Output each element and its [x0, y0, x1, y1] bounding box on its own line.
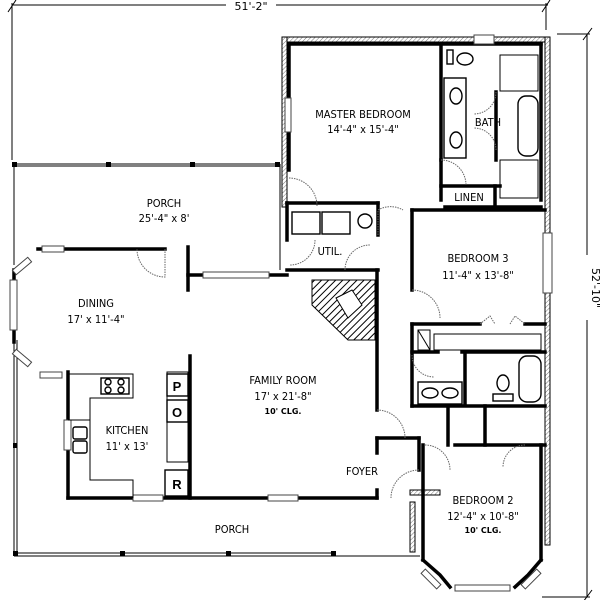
toilet-icon: [456, 52, 474, 66]
refrigerator-label: R: [172, 477, 182, 492]
refrigerator-box: [164, 469, 189, 497]
dining-size: 17' x 11'-4": [67, 313, 124, 326]
sink-icon: [449, 131, 463, 149]
sink-icon: [449, 87, 463, 105]
family-room-size: 17' x 21'-8": [254, 390, 311, 403]
oven-box: [166, 399, 189, 423]
overall-width-label: 51'-2": [234, 0, 267, 13]
windows: [9, 34, 553, 592]
front-porch: [13, 340, 420, 557]
utility-name: UTIL.: [318, 245, 343, 258]
toilet-icon: [496, 374, 510, 392]
bath-name: BATH: [475, 116, 501, 129]
master-bedroom-name: MASTER BEDROOM: [315, 108, 411, 121]
toilet-icon: [446, 49, 454, 65]
rear-porch-name: PORCH: [147, 197, 181, 210]
bathtub-icon: [517, 95, 539, 157]
doors: [136, 91, 526, 499]
water-heater-icon: [357, 213, 373, 229]
kitchen-size: 11' x 13': [106, 440, 149, 453]
pantry-box: [166, 373, 189, 397]
bedroom2-size: 12'-4" x 10'-8": [447, 510, 519, 523]
foyer-name: FOYER: [346, 465, 378, 478]
dryer-icon: [321, 211, 351, 235]
kitchen-name: KITCHEN: [106, 424, 149, 437]
rear-porch: [12, 162, 281, 270]
bathtub-icon: [518, 355, 542, 403]
family-room-ceiling: 10' CLG.: [265, 407, 302, 416]
sink-icon: [72, 426, 88, 440]
linen-name: LINEN: [454, 191, 483, 204]
bedroom2-ceiling: 10' CLG.: [465, 526, 502, 535]
sink-icon: [421, 387, 439, 399]
oven-label: O: [172, 405, 182, 420]
kitchen-fixtures: P O R: [68, 371, 189, 498]
sink-icon: [441, 387, 459, 399]
room-labels: MASTER BEDROOM 14'-4" x 15'-4" BATH LINE…: [67, 108, 518, 536]
rear-porch-size: 25'-4" x 8': [139, 212, 190, 225]
bedroom2-name: BEDROOM 2: [452, 494, 513, 507]
bedroom3-name: BEDROOM 3: [447, 252, 508, 265]
family-room-name: FAMILY ROOM: [249, 374, 316, 387]
overall-depth-label: 52'-10": [589, 268, 600, 308]
dining-name: DINING: [78, 297, 114, 310]
sink-icon: [72, 440, 88, 454]
washer-icon: [291, 211, 321, 235]
master-bedroom-size: 14'-4" x 15'-4": [327, 123, 399, 136]
width-dimension: 51'-2": [7, 0, 551, 160]
fixtures: [291, 49, 542, 405]
bedroom3-size: 11'-4" x 13'-8": [442, 269, 514, 282]
depth-dimension: 52'-10": [542, 27, 600, 600]
front-porch-name: PORCH: [215, 523, 249, 536]
pantry-label: P: [173, 379, 182, 394]
